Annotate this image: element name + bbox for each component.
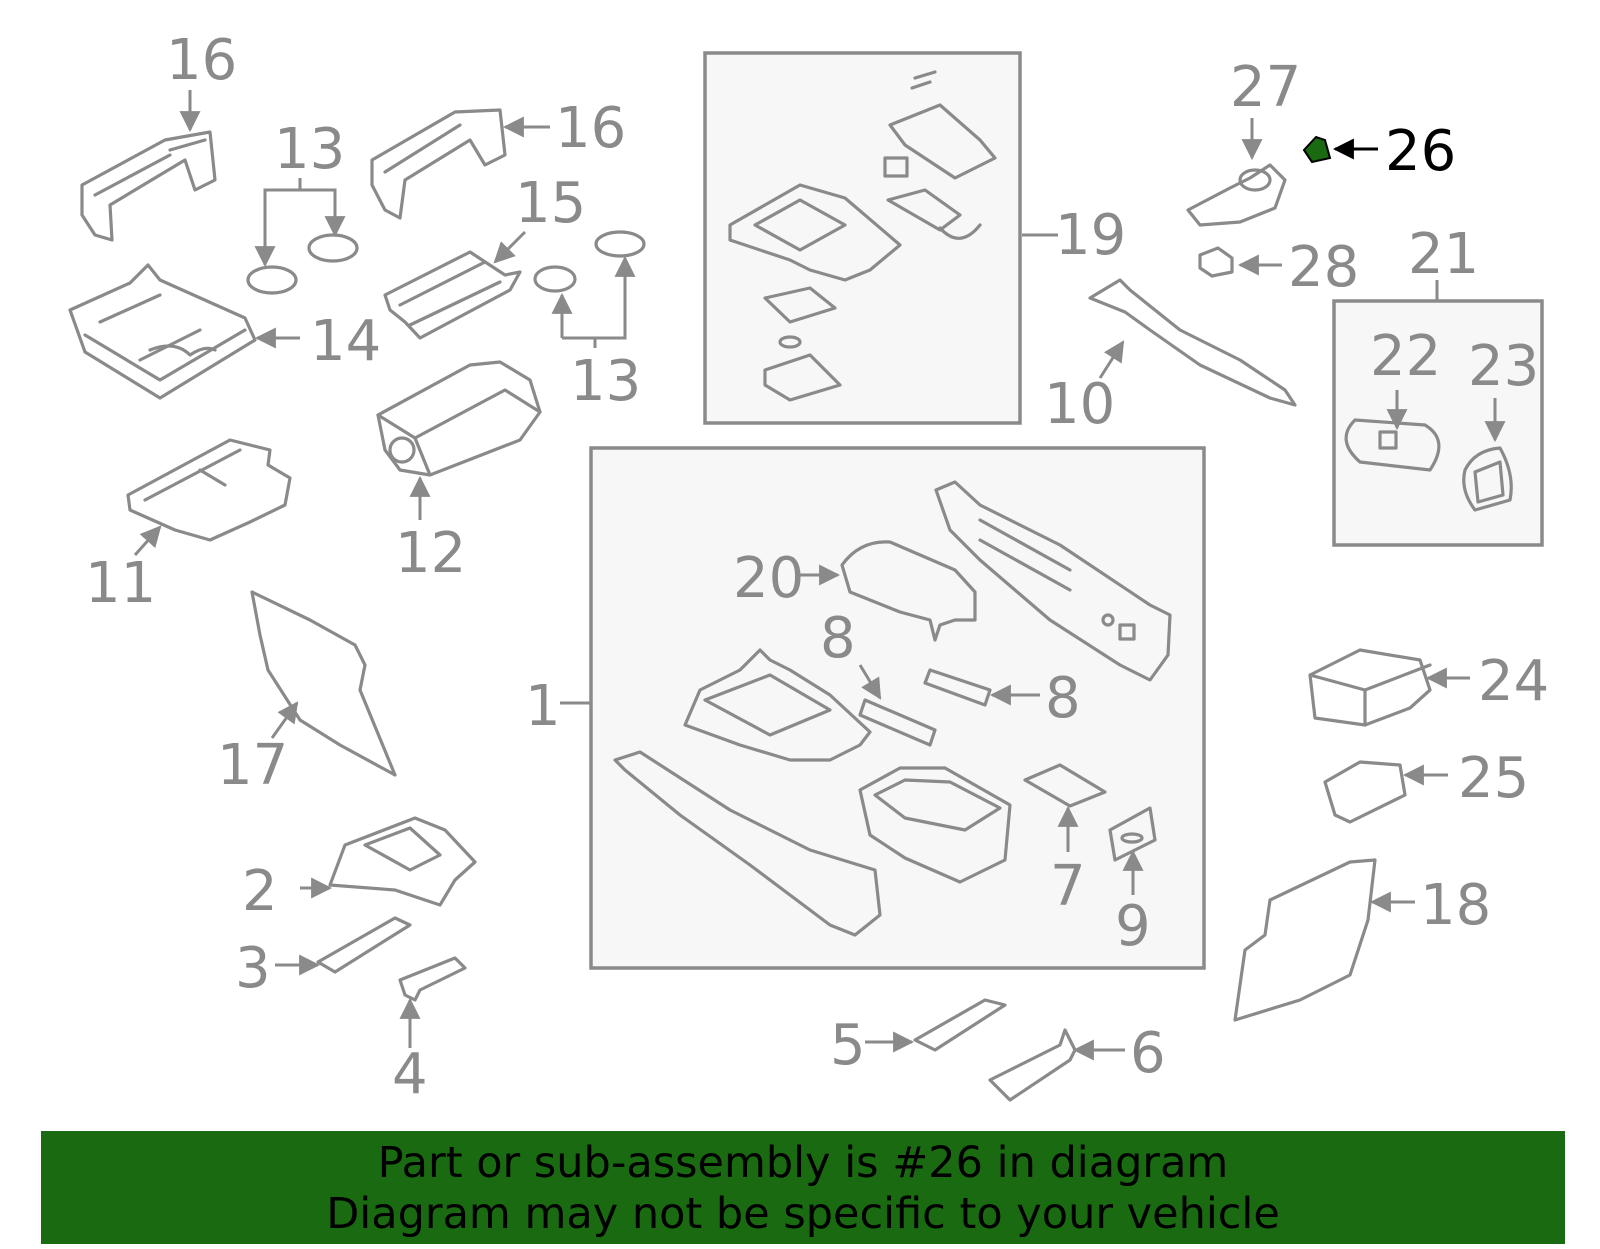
part-8-strips (858, 668, 992, 747)
callout-2: 2 (242, 859, 278, 924)
part-1-console (613, 480, 1172, 937)
part-18 (1233, 858, 1377, 1022)
part-13-rings-right (533, 230, 646, 293)
part-28 (1198, 246, 1234, 278)
callout-11: 11 (85, 551, 156, 616)
group-box-1 (589, 446, 1206, 970)
part-20 (840, 540, 977, 642)
callout-12: 12 (395, 521, 466, 586)
part-15 (383, 250, 522, 340)
callout-18: 18 (1420, 873, 1491, 938)
callout-27: 27 (1230, 55, 1301, 120)
callout-20: 20 (733, 546, 804, 611)
part-11 (126, 438, 292, 542)
callout-21: 21 (1408, 222, 1479, 287)
part-17 (250, 590, 397, 777)
part-3 (316, 916, 412, 974)
part-27 (1186, 163, 1287, 227)
callout-22: 22 (1370, 324, 1441, 389)
part-9 (1108, 806, 1157, 862)
callout-3: 3 (235, 936, 271, 1001)
callout-28: 28 (1288, 235, 1359, 300)
part-7 (1023, 763, 1107, 808)
part-25 (1323, 760, 1407, 824)
callout-24: 24 (1478, 649, 1549, 714)
part-6 (988, 1028, 1077, 1102)
callout-1: 1 (525, 674, 561, 739)
group-box-19 (703, 51, 1022, 425)
group-box-21 (1332, 299, 1544, 547)
callout-4: 4 (392, 1042, 428, 1107)
part-1-storage-bin (858, 766, 1012, 884)
part-4 (398, 956, 467, 1002)
callout-13a: 13 (274, 117, 345, 182)
leader-lines (133, 90, 1506, 1061)
callout-19: 19 (1055, 203, 1126, 268)
callout-23: 23 (1468, 334, 1539, 399)
part-12 (376, 360, 542, 477)
callout-8a: 8 (820, 606, 856, 671)
callout-7: 7 (1050, 854, 1086, 919)
part-19-contents (728, 70, 997, 402)
callout-labels: 16 13 16 15 14 13 12 11 17 19 10 27 26 2… (85, 28, 1549, 1107)
callout-9: 9 (1115, 894, 1151, 959)
part-2 (328, 816, 477, 907)
part-10 (1088, 278, 1297, 407)
callout-16a: 16 (166, 28, 237, 93)
part-5 (913, 998, 1007, 1052)
callout-15: 15 (515, 171, 586, 236)
callout-26: 26 (1385, 119, 1456, 184)
banner-line-1: Part or sub-assembly is #26 in diagram (377, 1138, 1229, 1188)
banner-line-2: Diagram may not be specific to your vehi… (326, 1189, 1280, 1239)
part-14 (68, 263, 257, 400)
callout-13b: 13 (570, 349, 641, 414)
callout-25: 25 (1458, 746, 1529, 811)
part-1-inner-tray (683, 648, 872, 762)
callout-16b: 16 (555, 96, 626, 161)
part-26-highlighted (1302, 135, 1332, 164)
callout-10: 10 (1044, 372, 1115, 437)
callout-5: 5 (830, 1013, 866, 1078)
callout-17: 17 (217, 733, 288, 798)
callout-8b: 8 (1045, 666, 1081, 731)
part-16-left (80, 130, 217, 242)
callout-6: 6 (1130, 1021, 1166, 1086)
part-23 (1462, 446, 1513, 512)
info-banner: Part or sub-assembly is #26 in diagram D… (41, 1131, 1565, 1244)
callout-14: 14 (310, 309, 381, 374)
part-24 (1308, 648, 1432, 727)
part-16-right (370, 108, 507, 220)
part-22 (1344, 418, 1441, 472)
